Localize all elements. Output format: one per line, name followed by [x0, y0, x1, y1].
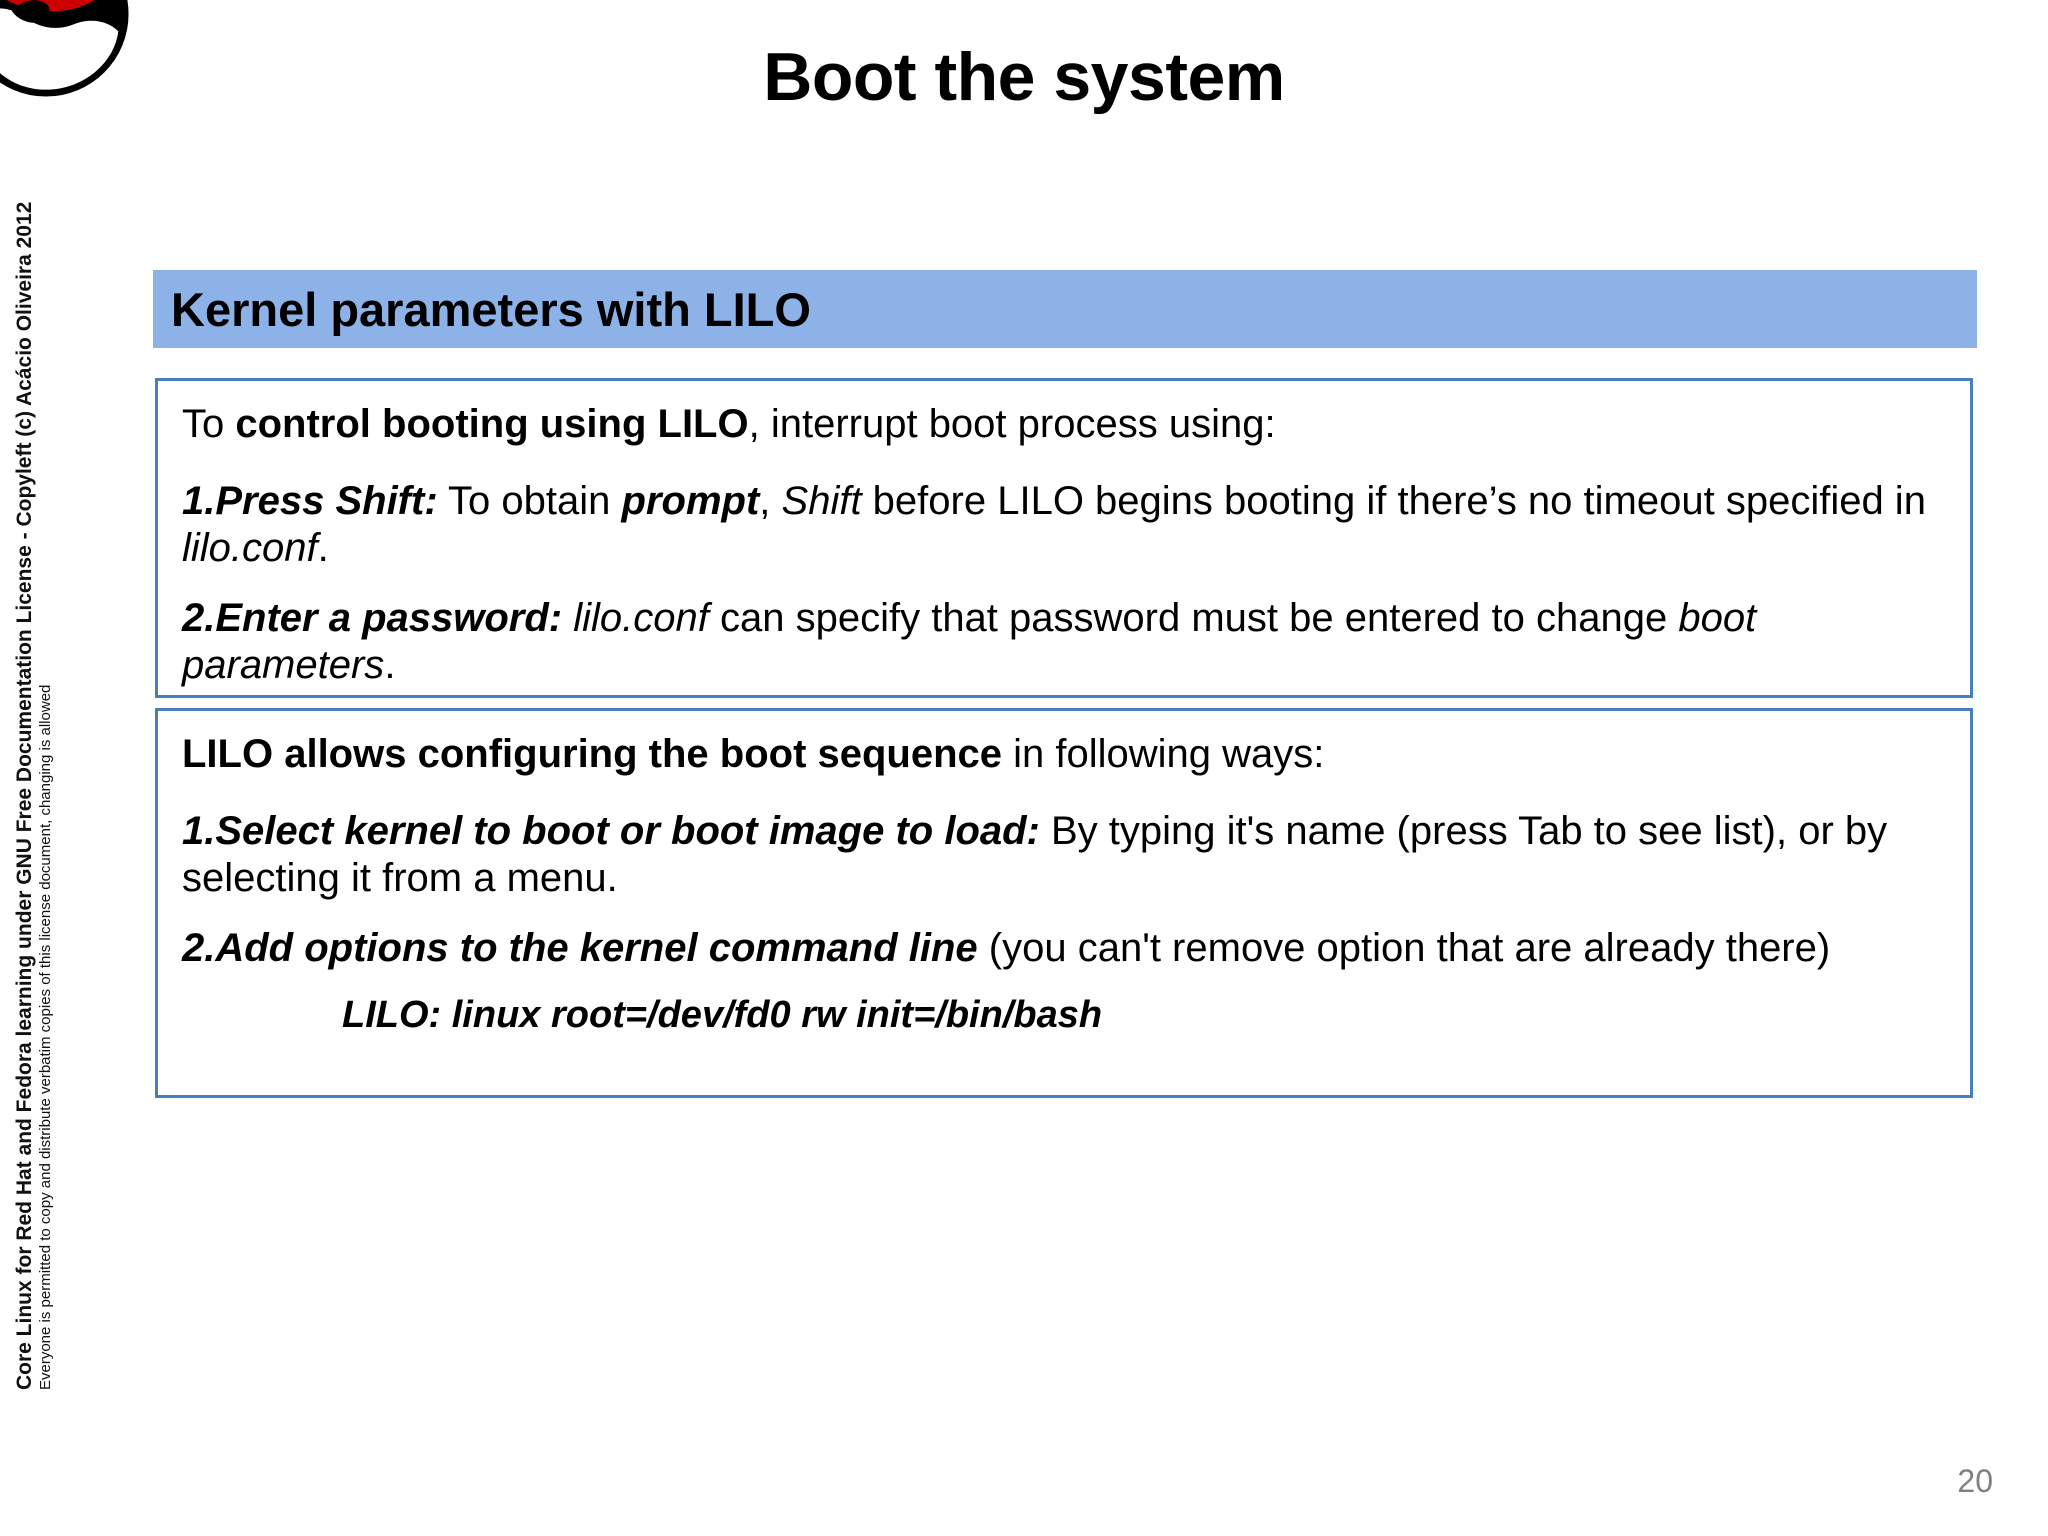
item-1-emphasis-liloconf: lilo.conf	[182, 526, 318, 571]
item-2-label: 2.Enter a password:	[182, 595, 563, 640]
item-2-text-1	[562, 596, 573, 640]
box-two-item-2-text: (you can't remove option that are alread…	[977, 925, 1831, 970]
item-1-text-1: To obtain	[437, 479, 622, 524]
item-1-text-3: before LILO begins booting if there’s no…	[861, 479, 1926, 524]
box-two-item-1-label: 1.Select kernel to boot or boot image to…	[182, 809, 1040, 854]
box-one-item-1: 1.Press Shift: To obtain prompt, Shift b…	[182, 478, 1946, 572]
box-one-item-2: 2.Enter a password: lilo.conf can specif…	[182, 595, 1946, 689]
content-box-kernel-params: To control booting using LILO, interrupt…	[155, 378, 1973, 698]
lead-text-part1: To	[182, 402, 236, 446]
license-sidebar: Core Linux for Red Hat and Fedora learni…	[0, 0, 92, 1536]
license-line-secondary: Everyone is permitted to copy and distri…	[37, 684, 55, 1390]
item-2-text-3: .	[384, 642, 396, 687]
section-header-band: Kernel parameters with LILO	[153, 270, 1977, 348]
red-hat-shadowman-logo	[0, 0, 129, 97]
item-2-emphasis-liloconf: lilo.conf	[573, 595, 709, 640]
box-one-lead-paragraph: To control booting using LILO, interrupt…	[182, 401, 1946, 448]
box-two-lead-text: in following ways:	[1002, 732, 1325, 776]
lilo-command-example: LILO: linux root=/dev/fd0 rw init=/bin/b…	[342, 993, 1103, 1036]
license-line-primary: Core Linux for Red Hat and Fedora learni…	[13, 201, 36, 1390]
lead-text-part3: , interrupt boot process using:	[748, 402, 1276, 446]
item-2-text-2: can specify that password must be entere…	[708, 595, 1679, 640]
box-two-lead-paragraph: LILO allows configuring the boot sequenc…	[182, 731, 1946, 778]
box-two-item-2: 2.Add options to the kernel command line…	[182, 925, 1946, 972]
page-number: 20	[1957, 1463, 1993, 1499]
page-title: Boot the system	[763, 39, 1285, 115]
item-1-text-4: .	[317, 526, 329, 571]
item-1-emphasis-prompt: prompt	[621, 479, 760, 524]
item-1-label: 1.Press Shift:	[182, 479, 438, 524]
box-two-lead-emphasis: LILO allows configuring the boot sequenc…	[182, 732, 1003, 776]
item-1-text-2: ,	[759, 479, 782, 524]
item-2-emphasis-boot-parameters: boot parameters	[182, 595, 1757, 687]
license-sidebar-text-block: Core Linux for Red Hat and Fedora learni…	[13, 30, 55, 1390]
section-header-label: Kernel parameters with LILO	[171, 282, 811, 336]
content-box-boot-sequence: LILO allows configuring the boot sequenc…	[155, 708, 1973, 1098]
item-1-emphasis-shift: Shift	[781, 479, 862, 524]
box-two-item-1: 1.Select kernel to boot or boot image to…	[182, 808, 1946, 902]
box-two-item-2-label: 2.Add options to the kernel command line	[182, 925, 978, 970]
lead-text-emphasis: control booting using LILO	[235, 402, 749, 446]
box-two-item-1-text: By typing it's name (press Tab to see li…	[182, 809, 1888, 901]
